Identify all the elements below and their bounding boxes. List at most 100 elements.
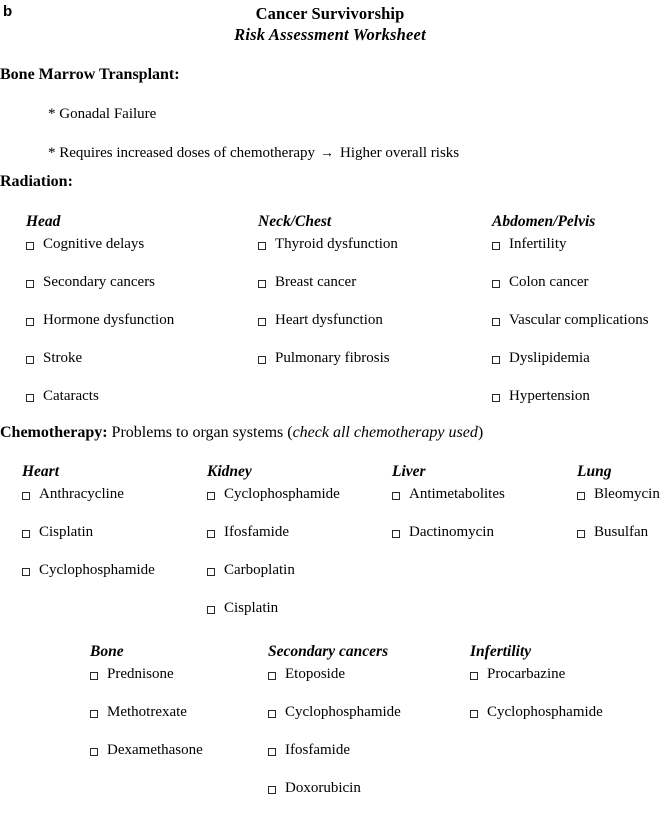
chemo-heading-paren-close: ) — [477, 424, 484, 441]
checkbox-row[interactable]: Thyroid dysfunction — [258, 235, 398, 273]
checkbox-label: Ifosfamide — [224, 524, 289, 540]
checkbox-icon[interactable] — [22, 530, 30, 538]
checkbox-icon[interactable] — [392, 492, 400, 500]
checkbox-icon[interactable] — [577, 492, 585, 500]
checkbox-row[interactable]: Pulmonary fibrosis — [258, 349, 398, 387]
checkbox-icon[interactable] — [26, 280, 34, 288]
checkbox-label: Vascular complications — [509, 312, 649, 328]
checkbox-label: Colon cancer — [509, 274, 589, 290]
checkbox-label: Etoposide — [285, 666, 345, 682]
checkbox-label: Methotrexate — [107, 704, 187, 720]
checkbox-row[interactable]: Bleomycin — [577, 485, 660, 523]
checkbox-icon[interactable] — [268, 710, 276, 718]
checkbox-row[interactable]: Doxorubicin — [268, 779, 401, 817]
column-title: Liver — [392, 463, 426, 480]
checkbox-icon[interactable] — [492, 242, 500, 250]
checkbox-row[interactable]: Cyclophosphamide — [207, 485, 340, 523]
checkbox-row[interactable]: Hypertension — [492, 387, 649, 425]
chemo-column-heart: Heart Anthracycline Cisplatin Cyclophosp… — [22, 462, 155, 599]
checkbox-icon[interactable] — [207, 492, 215, 500]
checkbox-label: Busulfan — [594, 524, 649, 540]
checkbox-icon[interactable] — [258, 356, 266, 364]
chemo-column-lung: Lung Bleomycin Busulfan — [577, 462, 660, 561]
checkbox-row[interactable]: Colon cancer — [492, 273, 649, 311]
checkbox-label: Dactinomycin — [409, 524, 494, 540]
checkbox-label: Doxorubicin — [285, 780, 361, 796]
checkbox-icon[interactable] — [207, 568, 215, 576]
checkbox-icon[interactable] — [22, 492, 30, 500]
checkbox-icon[interactable] — [470, 710, 478, 718]
checkbox-icon[interactable] — [26, 318, 34, 326]
checkbox-row[interactable]: Carboplatin — [207, 561, 340, 599]
checkbox-row[interactable]: Heart dysfunction — [258, 311, 398, 349]
checkbox-icon[interactable] — [268, 672, 276, 680]
checkbox-row[interactable]: Cisplatin — [22, 523, 155, 561]
checkbox-icon[interactable] — [492, 318, 500, 326]
checkbox-row[interactable]: Hormone dysfunction — [26, 311, 174, 349]
checkbox-label: Cognitive delays — [43, 236, 145, 252]
checkbox-row[interactable]: Stroke — [26, 349, 174, 387]
checkbox-row[interactable]: Busulfan — [577, 523, 660, 561]
checkbox-label: Hypertension — [509, 388, 590, 404]
checkbox-row[interactable]: Dactinomycin — [392, 523, 505, 561]
worksheet-page: b Cancer Survivorship Risk Assessment Wo… — [0, 4, 660, 797]
checkbox-row[interactable]: Vascular complications — [492, 311, 649, 349]
checkbox-row[interactable]: Methotrexate — [90, 703, 203, 741]
checkbox-row[interactable]: Cataracts — [26, 387, 174, 425]
checkbox-icon[interactable] — [470, 672, 478, 680]
checkbox-icon[interactable] — [492, 280, 500, 288]
checkbox-row[interactable]: Ifosfamide — [268, 741, 401, 779]
radiation-column-head: Head Cognitive delays Secondary cancers … — [26, 212, 174, 425]
checkbox-row[interactable]: Etoposide — [268, 665, 401, 703]
checkbox-icon[interactable] — [577, 530, 585, 538]
bmt-item-2-text: * Requires increased doses of chemothera… — [48, 145, 315, 161]
checkbox-row[interactable]: Procarbazine — [470, 665, 603, 703]
checkbox-icon[interactable] — [258, 242, 266, 250]
chemo-heading-italic: check all chemotherapy used — [292, 424, 478, 441]
checkbox-icon[interactable] — [492, 394, 500, 402]
chemo-column-bone: Bone Prednisone Methotrexate Dexamethaso… — [90, 642, 203, 779]
checkbox-icon[interactable] — [26, 356, 34, 364]
checkbox-icon[interactable] — [90, 672, 98, 680]
checkbox-icon[interactable] — [258, 318, 266, 326]
column-title: Bone — [90, 643, 124, 660]
checkbox-icon[interactable] — [26, 242, 34, 250]
checkbox-row[interactable]: Prednisone — [90, 665, 203, 703]
chemo-column-secondary-cancers: Secondary cancers Etoposide Cyclophospha… — [268, 642, 401, 817]
checkbox-icon[interactable] — [492, 356, 500, 364]
checkbox-row[interactable]: Anthracycline — [22, 485, 155, 523]
checkbox-row[interactable]: Dyslipidemia — [492, 349, 649, 387]
checkbox-row[interactable]: Cognitive delays — [26, 235, 174, 273]
radiation-column-neck-chest: Neck/Chest Thyroid dysfunction Breast ca… — [258, 212, 398, 387]
checkbox-row[interactable]: Cyclophosphamide — [268, 703, 401, 741]
checkbox-row[interactable]: Ifosfamide — [207, 523, 340, 561]
checkbox-icon[interactable] — [207, 530, 215, 538]
checkbox-label: Anthracycline — [39, 486, 124, 502]
checkbox-label: Cyclophosphamide — [285, 704, 401, 720]
checkbox-icon[interactable] — [258, 280, 266, 288]
checkbox-row[interactable]: Cyclophosphamide — [22, 561, 155, 599]
chemo-column-infertility: Infertility Procarbazine Cyclophosphamid… — [470, 642, 603, 741]
checkbox-label: Cisplatin — [39, 524, 94, 540]
checkbox-row[interactable]: Cyclophosphamide — [470, 703, 603, 741]
checkbox-icon[interactable] — [90, 748, 98, 756]
checkbox-icon[interactable] — [22, 568, 30, 576]
checkbox-icon[interactable] — [207, 606, 215, 614]
checkbox-icon[interactable] — [268, 748, 276, 756]
checkbox-label: Cataracts — [43, 388, 99, 404]
checkbox-row[interactable]: Dexamethasone — [90, 741, 203, 779]
checkbox-row[interactable]: Breast cancer — [258, 273, 398, 311]
checkbox-icon[interactable] — [268, 786, 276, 794]
checkbox-label: Ifosfamide — [285, 742, 350, 758]
checkbox-row[interactable]: Secondary cancers — [26, 273, 174, 311]
checkbox-row[interactable]: Infertility — [492, 235, 649, 273]
checkbox-row[interactable]: Cisplatin — [207, 599, 340, 637]
checkbox-icon[interactable] — [392, 530, 400, 538]
checkbox-row[interactable]: Antimetabolites — [392, 485, 505, 523]
bmt-item-2: * Requires increased doses of chemothera… — [48, 144, 459, 163]
checkbox-icon[interactable] — [26, 394, 34, 402]
checkbox-icon[interactable] — [90, 710, 98, 718]
checkbox-label: Bleomycin — [594, 486, 660, 502]
chemo-column-liver: Liver Antimetabolites Dactinomycin — [392, 462, 505, 561]
column-title: Heart — [22, 463, 60, 480]
